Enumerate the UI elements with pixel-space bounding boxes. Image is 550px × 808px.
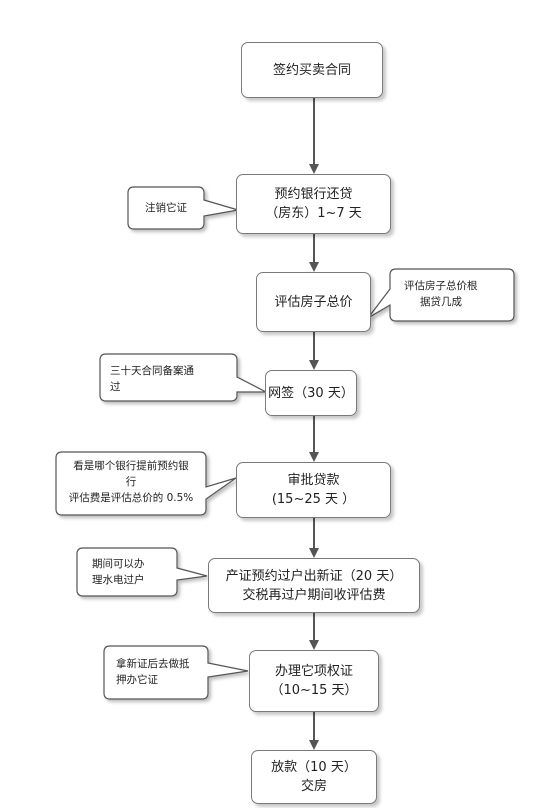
step-6-line-1: 产证预约过户出新证（20 天）: [225, 568, 403, 584]
note-3-line-1: 三十天合同备案通: [110, 365, 194, 377]
step-8-line-2: 交房: [300, 779, 327, 794]
callout-bubble-5: [76, 547, 208, 597]
callout-note-2: 评估房子总价根 据贷几成: [404, 278, 510, 310]
step-6-line-2: 交税再过户期间收评估费: [242, 587, 386, 603]
note-3-line-2: 过: [110, 381, 121, 393]
note-2-line-2: 据贷几成: [420, 296, 462, 308]
note-5-line-2: 理水电过户: [92, 574, 145, 586]
step-box-4: 网签（30 天）: [265, 370, 357, 416]
step-7-line-1: 办理它项权证: [274, 664, 353, 679]
callout-note-5: 期间可以办 理水电过户: [92, 556, 182, 588]
callout-bubble-2: [367, 268, 515, 322]
note-1-line-1: 注销它证: [145, 202, 187, 214]
step-3-line-1: 评估房子总价: [274, 294, 353, 310]
step-box-8: 放款（10 天） 交房: [251, 750, 377, 804]
step-box-3: 评估房子总价: [256, 272, 371, 332]
note-6-line-1: 拿新证后去做抵: [116, 658, 190, 670]
step-7-line-2: （10~15 天）: [270, 683, 358, 698]
note-6-line-2: 押办它证: [116, 674, 158, 686]
step-box-7: 办理它项权证 （10~15 天）: [249, 650, 379, 712]
note-2-line-1: 评估房子总价根: [404, 280, 478, 292]
step-box-6: 产证预约过户出新证（20 天） 交税再过户期间收评估费: [208, 558, 420, 613]
step-2-line-2: （房东）1~7 天: [265, 206, 362, 221]
step-2-line-1: 预约银行还贷: [274, 187, 353, 202]
callout-note-4: 看是哪个银行提前预约银 行 评估费是评估总价的 0.5%: [56, 458, 206, 506]
callout-note-6: 拿新证后去做抵 押办它证: [116, 656, 208, 688]
step-4-line-1: 网签（30 天）: [268, 385, 354, 401]
callout-note-3: 三十天合同备案通 过: [110, 363, 235, 395]
callout-note-1: 注销它证: [128, 200, 204, 216]
callout-bubble-6: [103, 645, 249, 700]
step-5-line-1: 审批贷款: [287, 473, 340, 488]
callout-bubble-3: [99, 353, 267, 402]
callout-bubbles: [55, 186, 515, 700]
step-8-line-1: 放款（10 天）: [271, 760, 357, 775]
step-box-1: 签约买卖合同: [241, 42, 383, 98]
callout-bubble-4: [55, 451, 237, 516]
note-5-line-1: 期间可以办: [92, 558, 145, 570]
callout-bubble-1: [127, 186, 239, 230]
step-5-line-2: (15~25 天 ）: [271, 492, 356, 507]
step-box-2: 预约银行还贷 （房东）1~7 天: [236, 174, 391, 234]
step-1-line-1: 签约买卖合同: [272, 62, 351, 78]
note-4-line-2: 行: [125, 476, 137, 488]
note-4-line-3: 评估费是评估总价的 0.5%: [68, 492, 194, 504]
note-4-line-1: 看是哪个银行提前预约银: [73, 460, 189, 472]
step-box-5: 审批贷款 (15~25 天 ）: [236, 462, 391, 518]
